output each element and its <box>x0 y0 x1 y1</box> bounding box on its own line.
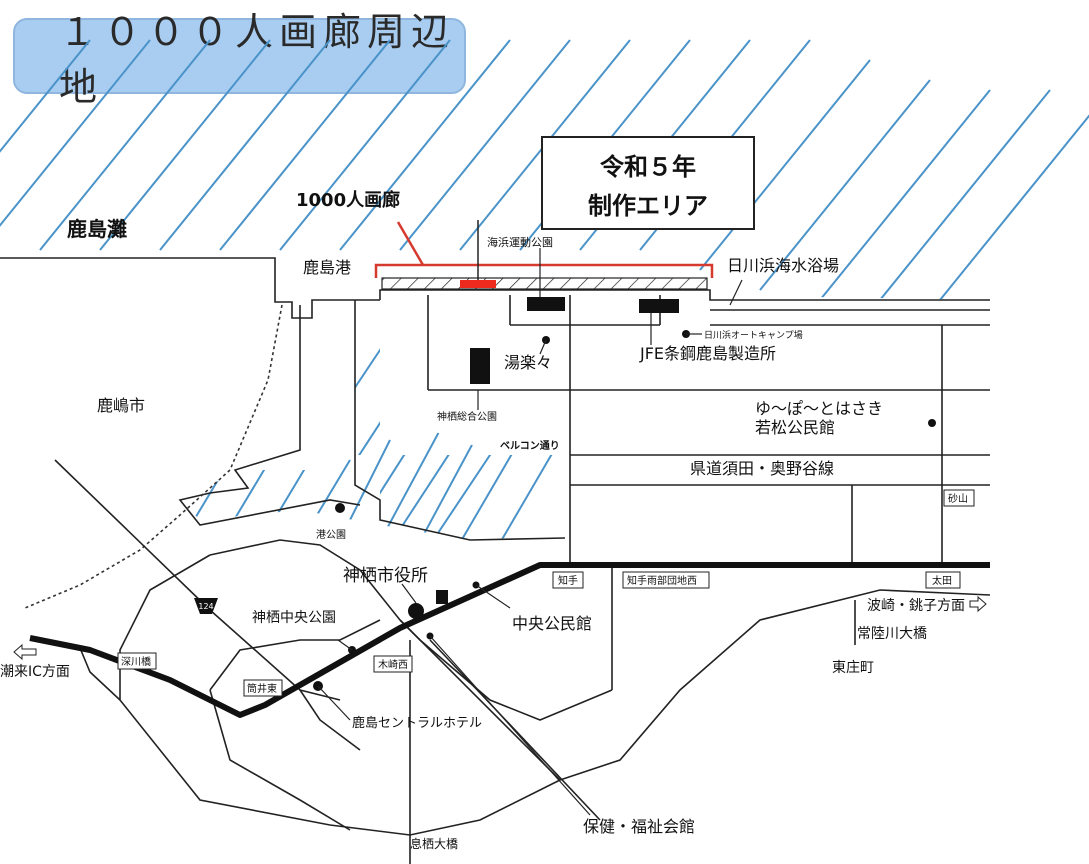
city-boundary <box>24 304 283 609</box>
jfe-block <box>639 299 679 313</box>
city-hall-annex <box>436 590 448 604</box>
gallery-label: 1000人画廊 <box>296 189 400 211</box>
hikawa-beach-label: 日川浜海水浴場 <box>727 256 839 275</box>
route-124-shield: 124 <box>194 598 218 614</box>
arrow-left-icon <box>13 643 37 661</box>
central-hall-label: 中央公民館 <box>512 614 592 633</box>
sunayama-label: 砂山 <box>948 492 968 505</box>
jfe-label: JFE条鋼鹿島製造所 <box>639 344 776 363</box>
route-number: 124 <box>198 602 213 611</box>
leader-lines <box>317 248 743 816</box>
chiteshita-label: 知手 <box>558 574 578 587</box>
belcon-label: ベルコン通り <box>500 440 560 452</box>
itako-label: 潮来IC方面 <box>0 664 70 680</box>
kashima-port-label: 鹿島港 <box>303 258 351 277</box>
gallery-bracket <box>374 221 714 278</box>
prefectural-road-label: 県道須田・奥野谷線 <box>690 459 834 478</box>
kaihin-park-label: 海浜運動公園 <box>487 235 553 249</box>
tosho-label: 東庄町 <box>832 659 874 676</box>
kashimanada-label: 鹿島灘 <box>67 217 127 241</box>
health-hall-label: 保健・福祉会館 <box>583 817 695 836</box>
sea-hatching <box>0 39 1089 300</box>
map-title-box: １０００人画廊周辺地 <box>13 10 466 109</box>
point-markers <box>313 330 936 691</box>
map-title: １０００人画廊周辺地 <box>59 10 456 109</box>
kisaki-nishi-label: 木崎西 <box>378 658 408 671</box>
hitachi-bridge-label: 常陸川大橋 <box>857 626 927 642</box>
intersection-signs <box>117 489 975 697</box>
harbor-hatching <box>355 300 561 540</box>
hasaki-label: 波崎・銚子方面 <box>867 598 965 614</box>
kamisu-park-label: 神栖総合公園 <box>437 410 497 423</box>
central-park-label: 神栖中央公園 <box>252 610 336 626</box>
doi-higashi-label: 筒井東 <box>247 682 277 695</box>
yupo-label-1: ゆ～ぽ～とはさき <box>755 399 883 418</box>
highlight-area <box>460 280 496 288</box>
kaihin-park-block <box>527 297 565 311</box>
coastline <box>0 257 990 541</box>
beach-strip <box>381 277 708 290</box>
main-highway <box>29 562 990 718</box>
callout-box: 令和５年 制作エリア <box>541 136 755 230</box>
kamisu-park-block <box>470 348 490 384</box>
port-park-label: 港公園 <box>316 529 346 541</box>
hikawa-camp-label: 日川浜オートキャンプ場 <box>704 329 803 341</box>
local-roads <box>29 295 991 864</box>
fukawabashi-label: 深川橋 <box>121 655 151 668</box>
callout-line2: 制作エリア <box>588 192 708 220</box>
arrow-right-icon <box>969 595 987 613</box>
kashima-city-label: 鹿嶋市 <box>97 396 145 415</box>
city-hall-label: 神栖市役所 <box>343 566 428 586</box>
ota-label: 太田 <box>932 574 952 587</box>
yurara-label: 湯楽々 <box>504 353 552 372</box>
chite-nishi-label: 知手雨部団地西 <box>627 574 697 587</box>
callout-line1: 令和５年 <box>600 153 696 181</box>
yupo-label-2: 若松公民館 <box>755 418 835 437</box>
sokuri-bridge-label: 息栖大橋 <box>410 836 458 851</box>
central-hotel-label: 鹿島セントラルホテル <box>352 715 482 731</box>
